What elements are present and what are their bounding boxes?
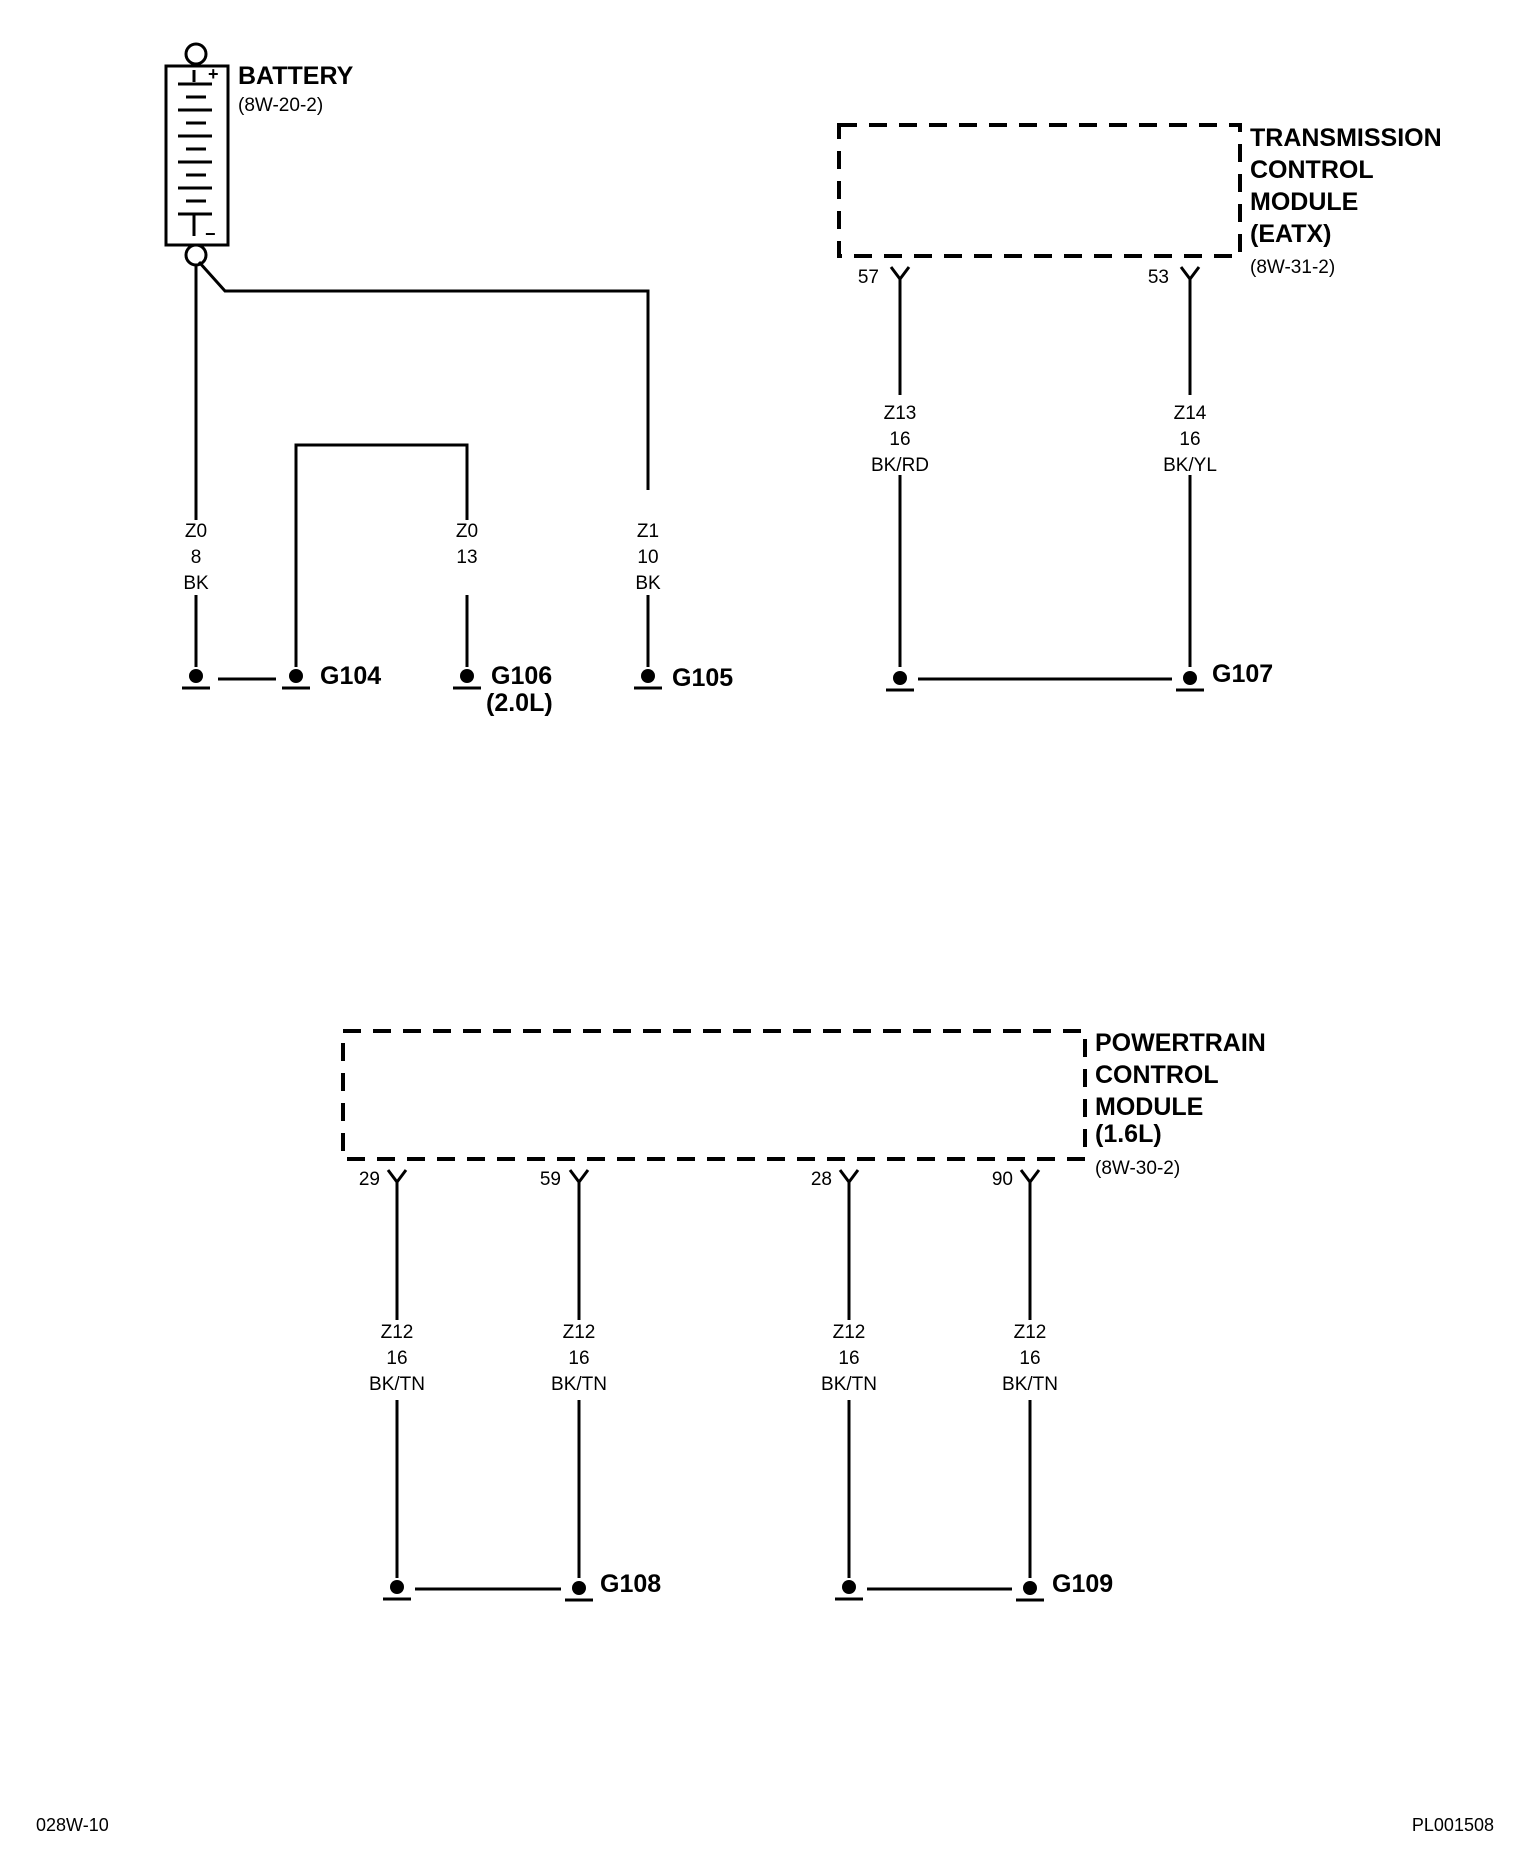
- svg-text:POWERTRAIN: POWERTRAIN: [1095, 1029, 1266, 1057]
- wire-label-z12: Z12 16 BK/TN: [369, 1322, 425, 1395]
- svg-text:Z0: Z0: [456, 521, 478, 542]
- tcm-box: [837, 123, 1242, 258]
- svg-text:13: 13: [456, 547, 477, 568]
- wire-label-z12: Z12 16 BK/TN: [1002, 1322, 1058, 1395]
- footer-figure-id: PL001508: [1412, 1815, 1494, 1835]
- svg-text:Z12: Z12: [833, 1322, 866, 1343]
- ground-label-g105: G105: [672, 664, 733, 692]
- pcm-pin-59: 59: [540, 1169, 561, 1190]
- ground-symbol-g109: [1016, 1581, 1044, 1602]
- svg-text:BK/TN: BK/TN: [1002, 1374, 1058, 1395]
- battery-plus-label: +: [208, 64, 219, 84]
- svg-text:TRANSMISSION: TRANSMISSION: [1250, 124, 1442, 152]
- svg-text:Z12: Z12: [563, 1322, 596, 1343]
- ground-symbol: [182, 669, 210, 690]
- svg-text:BK: BK: [635, 573, 661, 594]
- wire-label-z13: Z13 16 BK/RD: [871, 403, 929, 476]
- svg-text:BK/RD: BK/RD: [871, 455, 929, 476]
- ground-label-g108: G108: [600, 1570, 661, 1598]
- wire-label-z12: Z12 16 BK/TN: [821, 1322, 877, 1395]
- svg-text:BK/TN: BK/TN: [369, 1374, 425, 1395]
- svg-text:(EATX): (EATX): [1250, 220, 1331, 248]
- ground-symbol-g105: [634, 669, 662, 690]
- battery-ref: (8W-20-2): [238, 95, 323, 116]
- pcm-connectors: 29 59 28 90: [359, 1169, 1041, 1190]
- wire-label-z0-8: Z0 8 BK: [183, 521, 209, 594]
- svg-text:BK/TN: BK/TN: [551, 1374, 607, 1395]
- svg-text:Z12: Z12: [1014, 1322, 1047, 1343]
- battery-minus-label: −: [205, 224, 216, 244]
- tcm-pin-53: 53: [1148, 267, 1169, 288]
- wire-label-z0-13: Z0 13: [456, 521, 478, 568]
- ground-symbol: [886, 671, 914, 692]
- ground-symbol-g104: [282, 669, 310, 690]
- svg-text:10: 10: [637, 547, 658, 568]
- svg-text:MODULE: MODULE: [1095, 1093, 1203, 1121]
- svg-text:16: 16: [1019, 1348, 1040, 1369]
- tcm-pin-57: 57: [858, 267, 879, 288]
- pcm-ground-wires: [395, 1182, 1032, 1591]
- svg-text:CONTROL: CONTROL: [1095, 1061, 1219, 1089]
- svg-text:CONTROL: CONTROL: [1250, 156, 1374, 184]
- tcm-label: TRANSMISSION CONTROL MODULE (EATX) (8W-3…: [1250, 124, 1442, 278]
- pcm-box: [341, 1029, 1087, 1161]
- svg-text:Z13: Z13: [884, 403, 917, 424]
- svg-text:16: 16: [386, 1348, 407, 1369]
- pcm-pin-90: 90: [992, 1169, 1013, 1190]
- battery-symbol: + −: [164, 42, 230, 267]
- svg-text:BK/TN: BK/TN: [821, 1374, 877, 1395]
- ground-symbol: [383, 1580, 411, 1601]
- svg-text:BK: BK: [183, 573, 209, 594]
- svg-text:8: 8: [191, 547, 202, 568]
- svg-text:(8W-31-2): (8W-31-2): [1250, 257, 1335, 278]
- svg-text:16: 16: [889, 429, 910, 450]
- svg-text:MODULE: MODULE: [1250, 188, 1358, 216]
- ground-symbol-g106: [453, 669, 481, 690]
- tcm-connectors: 57 53: [858, 266, 1201, 288]
- battery-title: BATTERY: [238, 62, 354, 90]
- ground-label-g109: G109: [1052, 1570, 1113, 1598]
- tcm-ground-wires: [898, 279, 1192, 681]
- svg-text:(1.6L): (1.6L): [1095, 1120, 1162, 1148]
- svg-text:BK/YL: BK/YL: [1163, 455, 1217, 476]
- pcm-pin-29: 29: [359, 1169, 380, 1190]
- svg-text:16: 16: [1179, 429, 1200, 450]
- ground-symbol-g107: [1176, 671, 1204, 692]
- ground-label-g104: G104: [320, 662, 381, 690]
- svg-text:Z14: Z14: [1174, 403, 1207, 424]
- wire-label-z14: Z14 16 BK/YL: [1163, 403, 1217, 476]
- svg-text:Z1: Z1: [637, 521, 659, 542]
- ground-symbol: [835, 1580, 863, 1601]
- footer-page-code: 028W-10: [36, 1815, 109, 1835]
- wire-label-z12: Z12 16 BK/TN: [551, 1322, 607, 1395]
- ground-symbol-g108: [565, 1581, 593, 1602]
- ground-label-g106: G106: [491, 662, 552, 690]
- pcm-label: POWERTRAIN CONTROL MODULE (1.6L) (8W-30-…: [1095, 1029, 1266, 1179]
- battery-ground-wires: [194, 260, 650, 681]
- svg-text:(8W-30-2): (8W-30-2): [1095, 1158, 1180, 1179]
- svg-text:Z0: Z0: [185, 521, 207, 542]
- pcm-pin-28: 28: [811, 1169, 832, 1190]
- ground-label-g106-sub: (2.0L): [486, 689, 553, 717]
- ground-label-g107: G107: [1212, 660, 1273, 688]
- svg-text:16: 16: [838, 1348, 859, 1369]
- svg-text:Z12: Z12: [381, 1322, 414, 1343]
- svg-text:16: 16: [568, 1348, 589, 1369]
- wire-label-z1-10: Z1 10 BK: [635, 521, 661, 594]
